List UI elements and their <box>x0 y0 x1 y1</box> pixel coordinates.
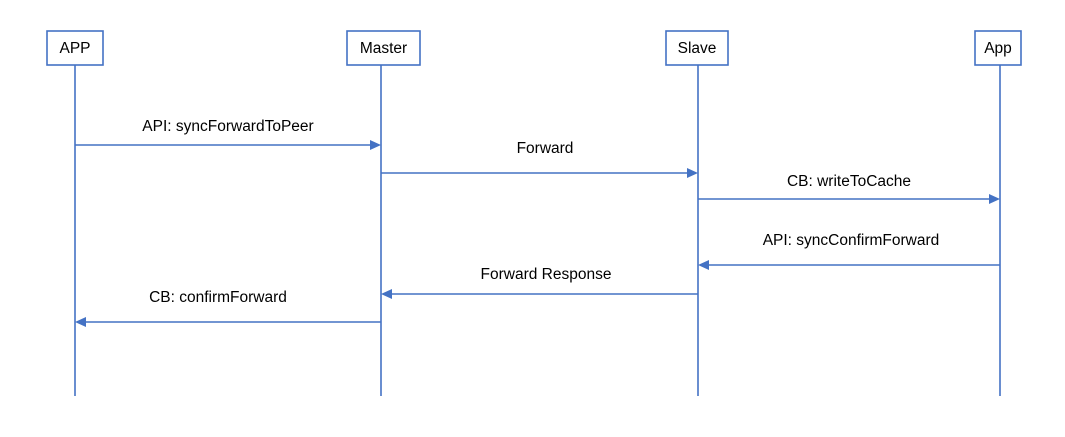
message-m4[interactable]: API: syncConfirmForward <box>698 232 1000 270</box>
message-label-m4: API: syncConfirmForward <box>763 232 940 249</box>
message-arrowhead-m2 <box>687 168 698 178</box>
message-arrowhead-m4 <box>698 260 709 270</box>
message-m5[interactable]: Forward Response <box>381 266 698 299</box>
lifeline-slave: Slave <box>665 30 729 396</box>
message-arrowhead-m3 <box>989 194 1000 204</box>
message-m3[interactable]: CB: writeToCache <box>698 173 1000 204</box>
message-label-m2: Forward <box>517 140 574 157</box>
message-arrowhead-m5 <box>381 289 392 299</box>
lifeline-app-right: App <box>974 30 1022 396</box>
lifeline-label-app-right: App <box>984 40 1012 57</box>
message-label-m3: CB: writeToCache <box>787 173 911 190</box>
lifeline-box-slave <box>665 30 729 66</box>
message-m6[interactable]: CB: confirmForward <box>75 289 381 327</box>
lifeline-label-app-left: APP <box>59 40 90 57</box>
message-arrowhead-m1 <box>370 140 381 150</box>
lifeline-label-slave: Slave <box>678 40 717 57</box>
message-arrowhead-m6 <box>75 317 86 327</box>
message-label-m5: Forward Response <box>481 266 612 283</box>
message-m2[interactable]: Forward <box>381 140 698 178</box>
lifeline-label-master: Master <box>360 40 407 57</box>
lifeline-box-master <box>346 30 421 66</box>
message-m1[interactable]: API: syncForwardToPeer <box>75 118 381 150</box>
message-label-m1: API: syncForwardToPeer <box>142 118 313 135</box>
lifeline-app-left: APP <box>46 30 104 396</box>
lifeline-master: Master <box>346 30 421 396</box>
lifeline-box-app-left <box>46 30 104 66</box>
lifeline-box-app-right <box>974 30 1022 66</box>
message-label-m6: CB: confirmForward <box>149 289 287 306</box>
